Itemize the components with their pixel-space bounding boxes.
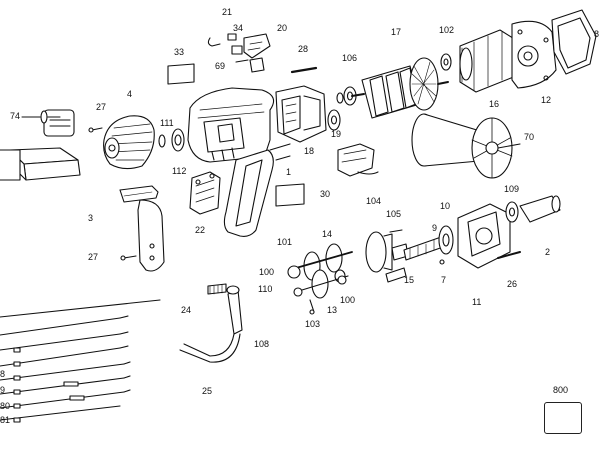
part-label: 19 [331, 129, 342, 139]
part-label: 74 [10, 111, 21, 121]
part-label: 16 [489, 99, 500, 109]
part-label: 9 [0, 385, 6, 395]
part-label: 100 [340, 295, 356, 305]
part-label: 20 [277, 23, 288, 33]
part-label: 109 [504, 184, 520, 194]
part-label: 14 [322, 229, 333, 239]
part-label: 11 [472, 297, 482, 307]
part-label: 13 [327, 305, 338, 315]
accessory-kit-icon-box [544, 402, 582, 434]
part-label: 8 [0, 369, 6, 379]
part-label: 30 [320, 189, 331, 199]
part-label: 105 [386, 209, 402, 219]
part-label: 17 [391, 27, 402, 37]
part-label: 34 [233, 23, 244, 33]
part-label: 80 [0, 401, 11, 411]
part-label: 15 [404, 275, 415, 285]
part-74-case-drawing [0, 109, 81, 181]
part-label: 21 [222, 7, 233, 17]
part-label: 103 [305, 319, 321, 329]
part-label: 33 [174, 47, 185, 57]
part-label: 24 [181, 305, 192, 315]
part-label: 100 [259, 267, 275, 277]
part-label: 3 [88, 213, 94, 223]
part-label: 10 [440, 201, 451, 211]
part-label: 110 [258, 284, 273, 294]
part-label: 112 [172, 166, 187, 176]
part-label: 7 [441, 275, 447, 285]
part-label: 27 [88, 252, 99, 262]
part-label: 81 [0, 415, 11, 425]
part-label: 26 [507, 279, 518, 289]
part-label: 800 [553, 385, 569, 395]
part-label: 4 [127, 89, 133, 99]
part-label: 101 [277, 237, 293, 247]
part-label: 28 [298, 44, 309, 54]
part-label: 70 [524, 132, 535, 142]
part-label: 27 [96, 102, 107, 112]
part-label: 8 [594, 29, 600, 39]
part-label: 1 [286, 167, 292, 177]
part-label: 102 [439, 25, 455, 35]
part-label: 22 [195, 225, 206, 235]
part-label: 9 [432, 223, 438, 233]
part-label: 12 [541, 95, 552, 105]
part-label: 2 [545, 247, 551, 257]
part-label: 108 [254, 339, 270, 349]
part-label: 111 [160, 118, 174, 128]
part-label: 25 [202, 386, 213, 396]
part-label: 106 [342, 53, 358, 63]
part-label: 18 [304, 146, 315, 156]
part-label: 104 [366, 196, 382, 206]
part-label: 69 [215, 61, 226, 71]
